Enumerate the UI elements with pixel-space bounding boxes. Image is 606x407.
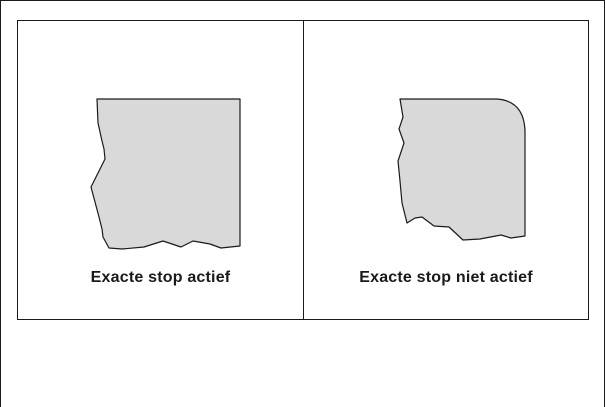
sharp-corner-illustration (90, 98, 241, 250)
panel-exact-stop-active: Exacte stop actief (18, 21, 304, 319)
rounded-corner-illustration (397, 98, 526, 241)
sharp-corner-shape (90, 98, 241, 250)
caption-exact-stop-inactive: Exacte stop niet actief (359, 269, 533, 286)
rounded-corner-shape (397, 98, 526, 241)
panel-exact-stop-inactive: Exacte stop niet actief (304, 21, 588, 319)
caption-exact-stop-active: Exacte stop actief (90, 269, 231, 286)
figure-table: Exacte stop actief Exacte stop niet acti… (17, 20, 589, 320)
